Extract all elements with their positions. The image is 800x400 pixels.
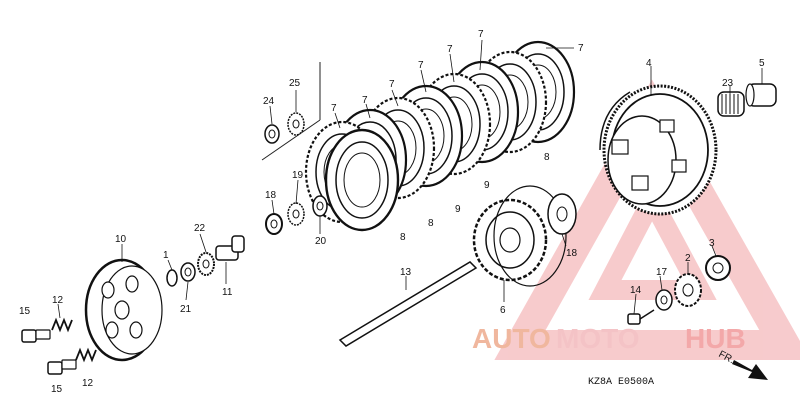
- callout-10: 10: [115, 234, 127, 245]
- drive-bolt: [627, 309, 655, 325]
- arrow-icon: [732, 360, 768, 380]
- callout-13: 13: [400, 267, 412, 278]
- needle-bearing: [717, 91, 745, 117]
- watermark-text: AUTO MOTO HUB: [472, 323, 746, 354]
- plain-washer: [312, 195, 328, 217]
- thrust-washer: [264, 124, 280, 144]
- callout-7: 7: [389, 79, 395, 90]
- watermark-moto: MOTO: [556, 323, 639, 354]
- clutch-center: [472, 185, 567, 287]
- callout-22: 22: [194, 223, 206, 234]
- callout-4: 4: [646, 58, 652, 69]
- callout-17: 17: [656, 267, 668, 278]
- lifter-washer: [180, 262, 196, 282]
- watermark-hub: HUB: [685, 323, 746, 354]
- callout-8: 8: [544, 152, 550, 163]
- callout-14: 14: [630, 285, 642, 296]
- watermark-triangle: [494, 79, 800, 360]
- lifter-ring: [166, 269, 178, 287]
- callout-7: 7: [331, 103, 337, 114]
- callout-9: 9: [484, 180, 490, 191]
- callout-21: 21: [180, 304, 192, 315]
- clutch-disc-1: [324, 128, 400, 232]
- clutch-disc-stack: [304, 40, 576, 232]
- callout-19: 19: [292, 170, 304, 181]
- watermark-auto: AUTO: [472, 323, 551, 354]
- callout-15: 15: [51, 384, 63, 395]
- callout-8: 8: [400, 232, 406, 243]
- clutch-center-washer: [547, 193, 577, 235]
- lifter-piece: [215, 235, 245, 261]
- lifter-bearing: [197, 252, 215, 276]
- callout-7: 7: [478, 29, 484, 40]
- callout-23: 23: [722, 78, 734, 89]
- callout-7: 7: [418, 60, 424, 71]
- callout-3: 3: [709, 238, 715, 249]
- callout-9: 9: [455, 204, 461, 215]
- callout-8: 8: [428, 218, 434, 229]
- callout-18: 18: [566, 248, 578, 259]
- push-rod: [338, 261, 478, 347]
- drive-gear-collar: [705, 255, 731, 281]
- callout-labels: 7 7 7 7 7 7 7 8 9 9 8 8 4 5 23 24 25 18 …: [19, 29, 765, 395]
- callout-7: 7: [578, 43, 584, 54]
- callout-11: 11: [222, 287, 233, 298]
- figure-code: KZ8A E0500A: [588, 377, 654, 388]
- callout-24: 24: [263, 96, 275, 107]
- callout-15: 15: [19, 306, 31, 317]
- callout-20: 20: [315, 236, 327, 247]
- pressure-plate: [84, 258, 163, 362]
- outer-guide-collar: [745, 83, 777, 107]
- callout-6: 6: [500, 305, 506, 316]
- clutch-outer-housing: [599, 84, 718, 216]
- callout-7: 7: [362, 95, 368, 106]
- lock-nut: [265, 213, 283, 235]
- callout-25: 25: [289, 78, 301, 89]
- callout-2: 2: [685, 253, 691, 264]
- clutch-bolt-upper: [21, 329, 51, 343]
- drive-washer: [655, 289, 673, 311]
- callout-5: 5: [759, 58, 765, 69]
- leader-lines: [57, 39, 763, 319]
- clutch-spring-lower: [75, 347, 97, 363]
- callout-7: 7: [447, 44, 453, 55]
- clutch-bolt-lower: [47, 359, 77, 375]
- callout-12: 12: [52, 295, 64, 306]
- callout-12: 12: [82, 378, 94, 389]
- clutch-spring-upper: [51, 317, 73, 333]
- drive-gear: [674, 273, 702, 307]
- callout-1: 1: [163, 250, 169, 261]
- callout-18: 18: [265, 190, 277, 201]
- lock-washer: [287, 112, 305, 136]
- divider-lines: [261, 62, 321, 161]
- spring-washer: [287, 202, 305, 226]
